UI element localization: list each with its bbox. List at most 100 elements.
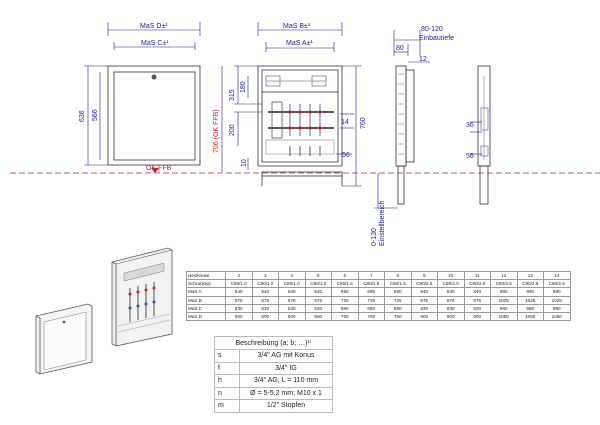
spec-cell: C80/2.5 — [490, 279, 518, 289]
spec-cell: 1050 — [490, 311, 518, 322]
spec-cell: C80/1.0 — [225, 279, 253, 289]
side-view: 80-120 Einbautiefe 80 12 0-130 Einstellb… — [371, 26, 454, 246]
spec-cell: 7 — [357, 270, 385, 281]
spec-cell: 540 — [251, 287, 279, 297]
spec-cell: 11 — [463, 270, 491, 281]
spec-cell: 690 — [384, 287, 412, 297]
spec-row-label: MaS D — [186, 311, 226, 322]
spec-cell: 875 — [463, 295, 491, 305]
mas-d-label: MaS D±¹ — [140, 23, 168, 30]
spec-cell: 725 — [357, 295, 385, 305]
spec-cell: 3 — [251, 270, 279, 281]
spec-cell: C80/1.5 — [357, 279, 385, 289]
spec-cell: C80/1.5 — [331, 279, 359, 289]
spec-cell: 575 — [304, 295, 332, 305]
ffb-arrow-icon — [151, 168, 159, 173]
spec-cell: C80/1.0 — [304, 279, 332, 289]
spec-cell: 830 — [463, 303, 491, 313]
legend-key: s — [214, 349, 240, 363]
legend-value: 3/4" AG mit Konus — [239, 349, 333, 363]
dim-10: 10 — [241, 159, 248, 167]
lock-icon — [151, 74, 157, 80]
spec-cell: 530 — [304, 303, 332, 313]
spec-cell: 830 — [437, 303, 465, 313]
spec-cell: 980 — [543, 303, 571, 313]
spec-cell: 13 — [516, 270, 544, 281]
legend-value: 1/2" Stopfen — [239, 399, 333, 413]
legend-key: m — [214, 399, 240, 413]
spec-cell: 980 — [516, 303, 544, 313]
height-566-label: 566 — [92, 109, 99, 121]
spec-cell: 680 — [357, 303, 385, 313]
front-frame — [107, 65, 201, 166]
okffb-vertical-label: 706 (OK FFB) — [213, 109, 220, 153]
spec-cell: 725 — [331, 295, 359, 305]
legend-value: 3/4" AG; L = 110 mm — [239, 374, 333, 388]
spec-cell: C80/1.5 — [384, 279, 412, 289]
dim-200: 200 — [229, 124, 236, 136]
spec-cell: 900 — [410, 311, 438, 322]
dim-14: 14 — [341, 119, 349, 126]
spec-cell: 5 — [304, 270, 332, 281]
spec-cell: 990 — [490, 287, 518, 297]
spec-cell: 530 — [251, 303, 279, 313]
spec-cell: 540 — [304, 287, 332, 297]
spec-cell: 6 — [331, 270, 359, 281]
detail-dim-56: 56 — [466, 153, 474, 160]
spec-cell: 530 — [225, 303, 253, 313]
side-frame — [395, 65, 407, 167]
cabinet-frame — [257, 65, 343, 167]
dim-12: 12 — [419, 56, 427, 63]
mas-b-label: MaS B±¹ — [283, 23, 311, 30]
spec-cell: 575 — [251, 295, 279, 305]
side-foot — [397, 165, 405, 205]
dim-56: 56 — [342, 152, 350, 159]
spec-cell: 990 — [543, 287, 571, 297]
spec-cell: 575 — [278, 295, 306, 305]
spec-cell: 990 — [516, 287, 544, 297]
spec-cell: 540 — [225, 287, 253, 297]
spec-cell: 750 — [357, 311, 385, 322]
spec-cell: 900 — [463, 311, 491, 322]
spec-cell: 540 — [278, 287, 306, 297]
pump-group — [271, 101, 283, 139]
spec-row-label: MaS B — [186, 295, 226, 305]
spec-cell: 840 — [437, 287, 465, 297]
spec-cell: 12 — [490, 270, 518, 281]
height-636-label: 636 — [79, 110, 86, 122]
legend-key: h — [214, 374, 240, 388]
iso-open-cabinet — [111, 247, 173, 347]
spec-cell: 4 — [278, 270, 306, 281]
iso-closed-cabinet — [35, 303, 93, 375]
spec-cell: C80/1.0 — [251, 279, 279, 289]
spec-cell: 10 — [437, 270, 465, 281]
detail-dim-36: 36 — [466, 122, 474, 129]
spec-cell: 600 — [278, 311, 306, 322]
legend-title: Beschreibung (a; b; …)¹⁾ — [214, 336, 333, 350]
spec-row-label: MaS A — [186, 287, 226, 297]
spec-cell: 690 — [357, 287, 385, 297]
legend-key: n — [214, 386, 240, 400]
spec-row-label: MaS C — [186, 303, 226, 313]
legend-value: Ø = 5-5,2 mm; M10 x 1 — [239, 386, 333, 400]
okffb-label: OK FFB — [146, 165, 172, 172]
spec-cell: 750 — [384, 311, 412, 322]
spec-cell: 680 — [331, 303, 359, 313]
spec-cell: 600 — [304, 311, 332, 322]
dim-180: 180 — [240, 81, 247, 93]
center-view: MaS B±¹ MaS A±¹ — [213, 22, 367, 187]
legend-key: f — [214, 361, 240, 375]
spec-cell: 530 — [278, 303, 306, 313]
front-door — [113, 71, 196, 161]
dim-315: 315 — [229, 89, 236, 101]
